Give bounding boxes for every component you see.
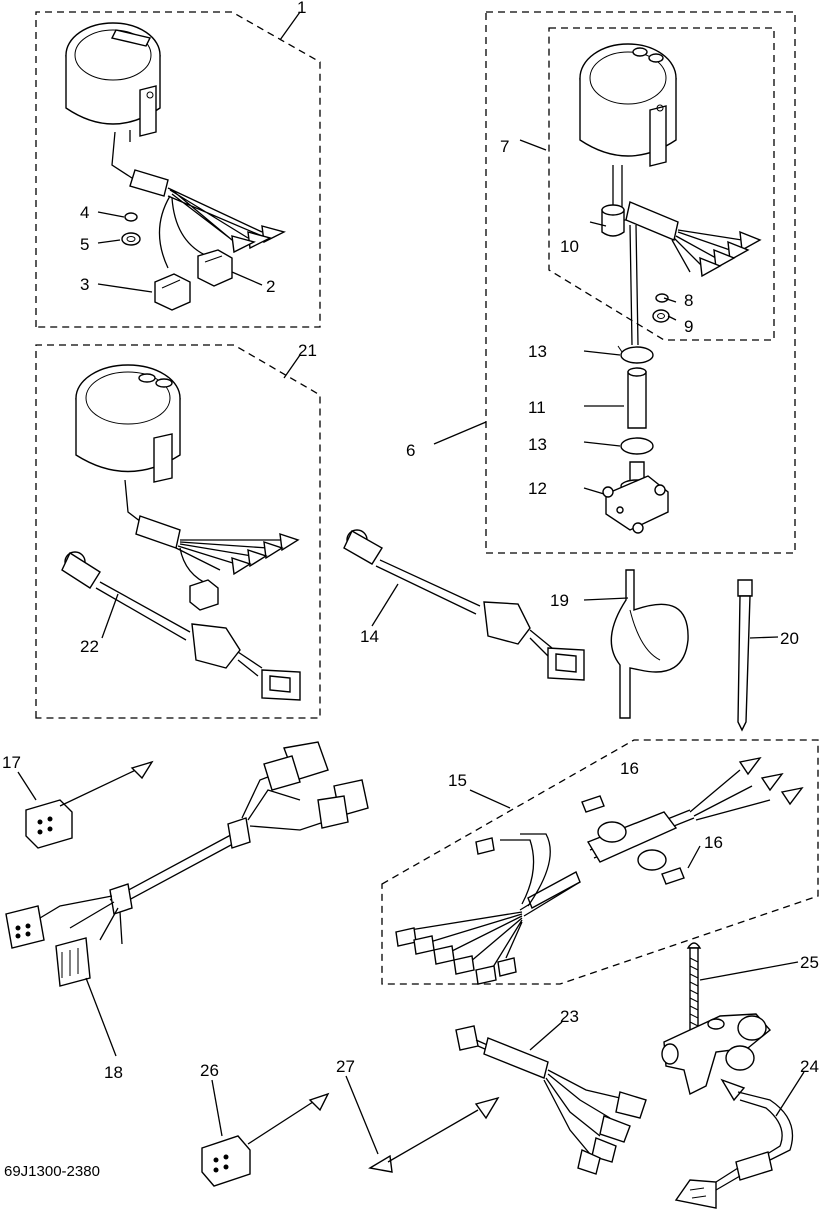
callout-11: 11 (528, 398, 546, 417)
callout-21: 21 (298, 341, 317, 360)
callout-13-upper: 13 (528, 342, 547, 361)
tube-part-11 (627, 367, 647, 429)
group-box-6 (485, 11, 796, 554)
terminal-part-16-upper (581, 795, 605, 813)
grommet-part-10 (601, 204, 625, 237)
callout-5: 5 (80, 235, 89, 254)
nut-part-9 (652, 309, 670, 323)
callout-15: 15 (448, 771, 467, 790)
callout-13-lower: 13 (528, 435, 547, 454)
connector-part-26 (201, 1092, 330, 1187)
clamp-part-13-upper (617, 345, 654, 364)
callout-10: 10 (560, 237, 579, 256)
sensor-cable-part-14 (343, 529, 585, 681)
callout-7: 7 (500, 137, 509, 156)
sensor-cable-part-22 (61, 551, 301, 701)
callout-8: 8 (684, 291, 693, 310)
cable-tie-part-20 (737, 579, 753, 732)
gauge-part-21 (75, 364, 300, 611)
callout-4: 4 (80, 203, 89, 222)
callout-2: 2 (266, 277, 275, 296)
callout-3: 3 (80, 275, 89, 294)
group-box-7 (548, 27, 775, 341)
bolt-part-25 (686, 942, 702, 1050)
gauge-part-7 (579, 43, 762, 278)
callout-23: 23 (560, 1007, 579, 1026)
washer-part-8 (655, 293, 669, 303)
cap-part-3 (154, 273, 191, 311)
harness-part-15 (395, 756, 804, 985)
terminal-part-16-lower (661, 867, 685, 885)
diagram-code: 69J1300-2380 (4, 1163, 100, 1180)
callout-14: 14 (360, 627, 379, 646)
hose-part-19 (610, 569, 689, 719)
connector-part-17 (25, 760, 154, 849)
nut-part-5 (121, 232, 141, 246)
callout-16-upper: 16 (620, 759, 639, 778)
cap-part-2 (197, 249, 233, 287)
harness-part-18 (5, 741, 369, 987)
callout-17: 17 (2, 753, 21, 772)
harness-part-23 (455, 1025, 647, 1175)
callout-16-lower: 16 (704, 833, 723, 852)
callout-19: 19 (550, 591, 569, 610)
callout-12: 12 (528, 479, 547, 498)
callout-9: 9 (684, 317, 693, 336)
fitting-part-24 (661, 1013, 794, 1209)
sensor-part-12 (602, 461, 669, 534)
callout-24: 24 (800, 1057, 819, 1076)
group-box-15 (381, 739, 819, 985)
callout-18: 18 (104, 1063, 123, 1082)
callout-22: 22 (80, 637, 99, 656)
callout-6: 6 (406, 441, 415, 460)
callout-27: 27 (336, 1057, 355, 1076)
callout-1: 1 (297, 0, 306, 17)
group-box-1 (35, 11, 321, 328)
terminal-part-27 (368, 1096, 500, 1173)
callout-20: 20 (780, 629, 799, 648)
callout-25: 25 (800, 953, 819, 972)
washer-part-4 (124, 212, 138, 222)
gauge-part-1 (65, 22, 286, 269)
clamp-part-13-lower (620, 437, 654, 455)
callout-26: 26 (200, 1061, 219, 1080)
